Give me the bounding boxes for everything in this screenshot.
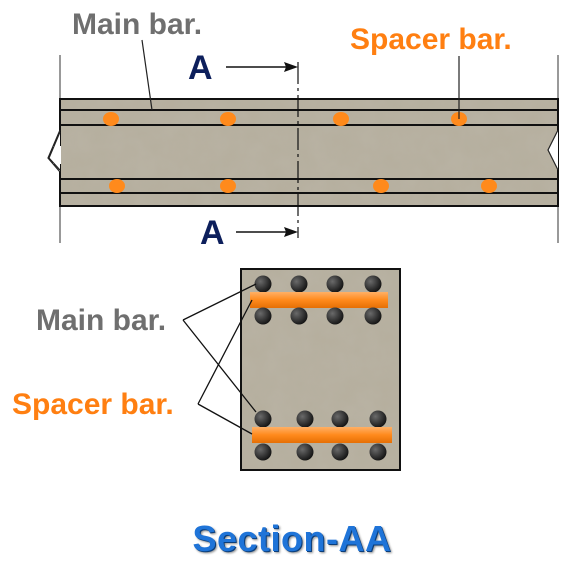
section-outline: [240, 268, 401, 471]
section-title: Section-AA: [192, 518, 392, 559]
main-bar-circle: [290, 307, 308, 325]
main-bar-circle: [369, 443, 387, 461]
spacer-bar-dot: [481, 179, 497, 193]
main-bar-circle: [254, 443, 272, 461]
main-bar-circle: [254, 275, 272, 293]
break-symbol-right: [547, 129, 559, 171]
spacer-bar-top: [250, 292, 388, 308]
spacer-bar-label-top: Spacer bar.: [350, 23, 512, 56]
main-bar-circle: [369, 410, 387, 428]
main-bar-circle: [364, 275, 382, 293]
main-bar-circle: [290, 275, 308, 293]
main-bar-circle: [364, 307, 382, 325]
section-arrow-bottom: [236, 227, 298, 237]
main-bar-label-top: Main bar.: [72, 8, 202, 41]
spacer-bar-dot: [103, 112, 119, 126]
section-marker-top: A: [188, 49, 213, 87]
main-bar-label-section: Main bar.: [36, 304, 166, 337]
main-bar-circle: [331, 443, 349, 461]
main-bar-leader-top: [141, 39, 153, 111]
main-bar-circle: [254, 410, 272, 428]
spacer-bar-dot: [333, 112, 349, 126]
main-bar-circle: [254, 307, 272, 325]
spacer-bar-bottom: [252, 427, 392, 443]
main-bar-circle: [296, 443, 314, 461]
section-marker-bottom: A: [200, 214, 225, 252]
spacer-bar-dot: [220, 112, 236, 126]
main-bar-circle: [331, 410, 349, 428]
spacer-bar-dot: [109, 179, 125, 193]
spacer-bar-dot: [220, 179, 236, 193]
spacer-bar-label-section: Spacer bar.: [12, 388, 174, 421]
beam-cross-section: Main bar. Spacer bar.: [12, 268, 401, 471]
main-bar-circle: [326, 307, 344, 325]
spacer-bar-leaders: [197, 299, 253, 435]
beam-elevation: A A Main bar. Spacer bar.: [47, 8, 559, 253]
main-bar-circle: [296, 410, 314, 428]
section-arrow-top: [226, 62, 298, 72]
main-bar-circle: [326, 275, 344, 293]
spacer-bar-dot: [373, 179, 389, 193]
main-bar-leaders: [182, 283, 257, 413]
